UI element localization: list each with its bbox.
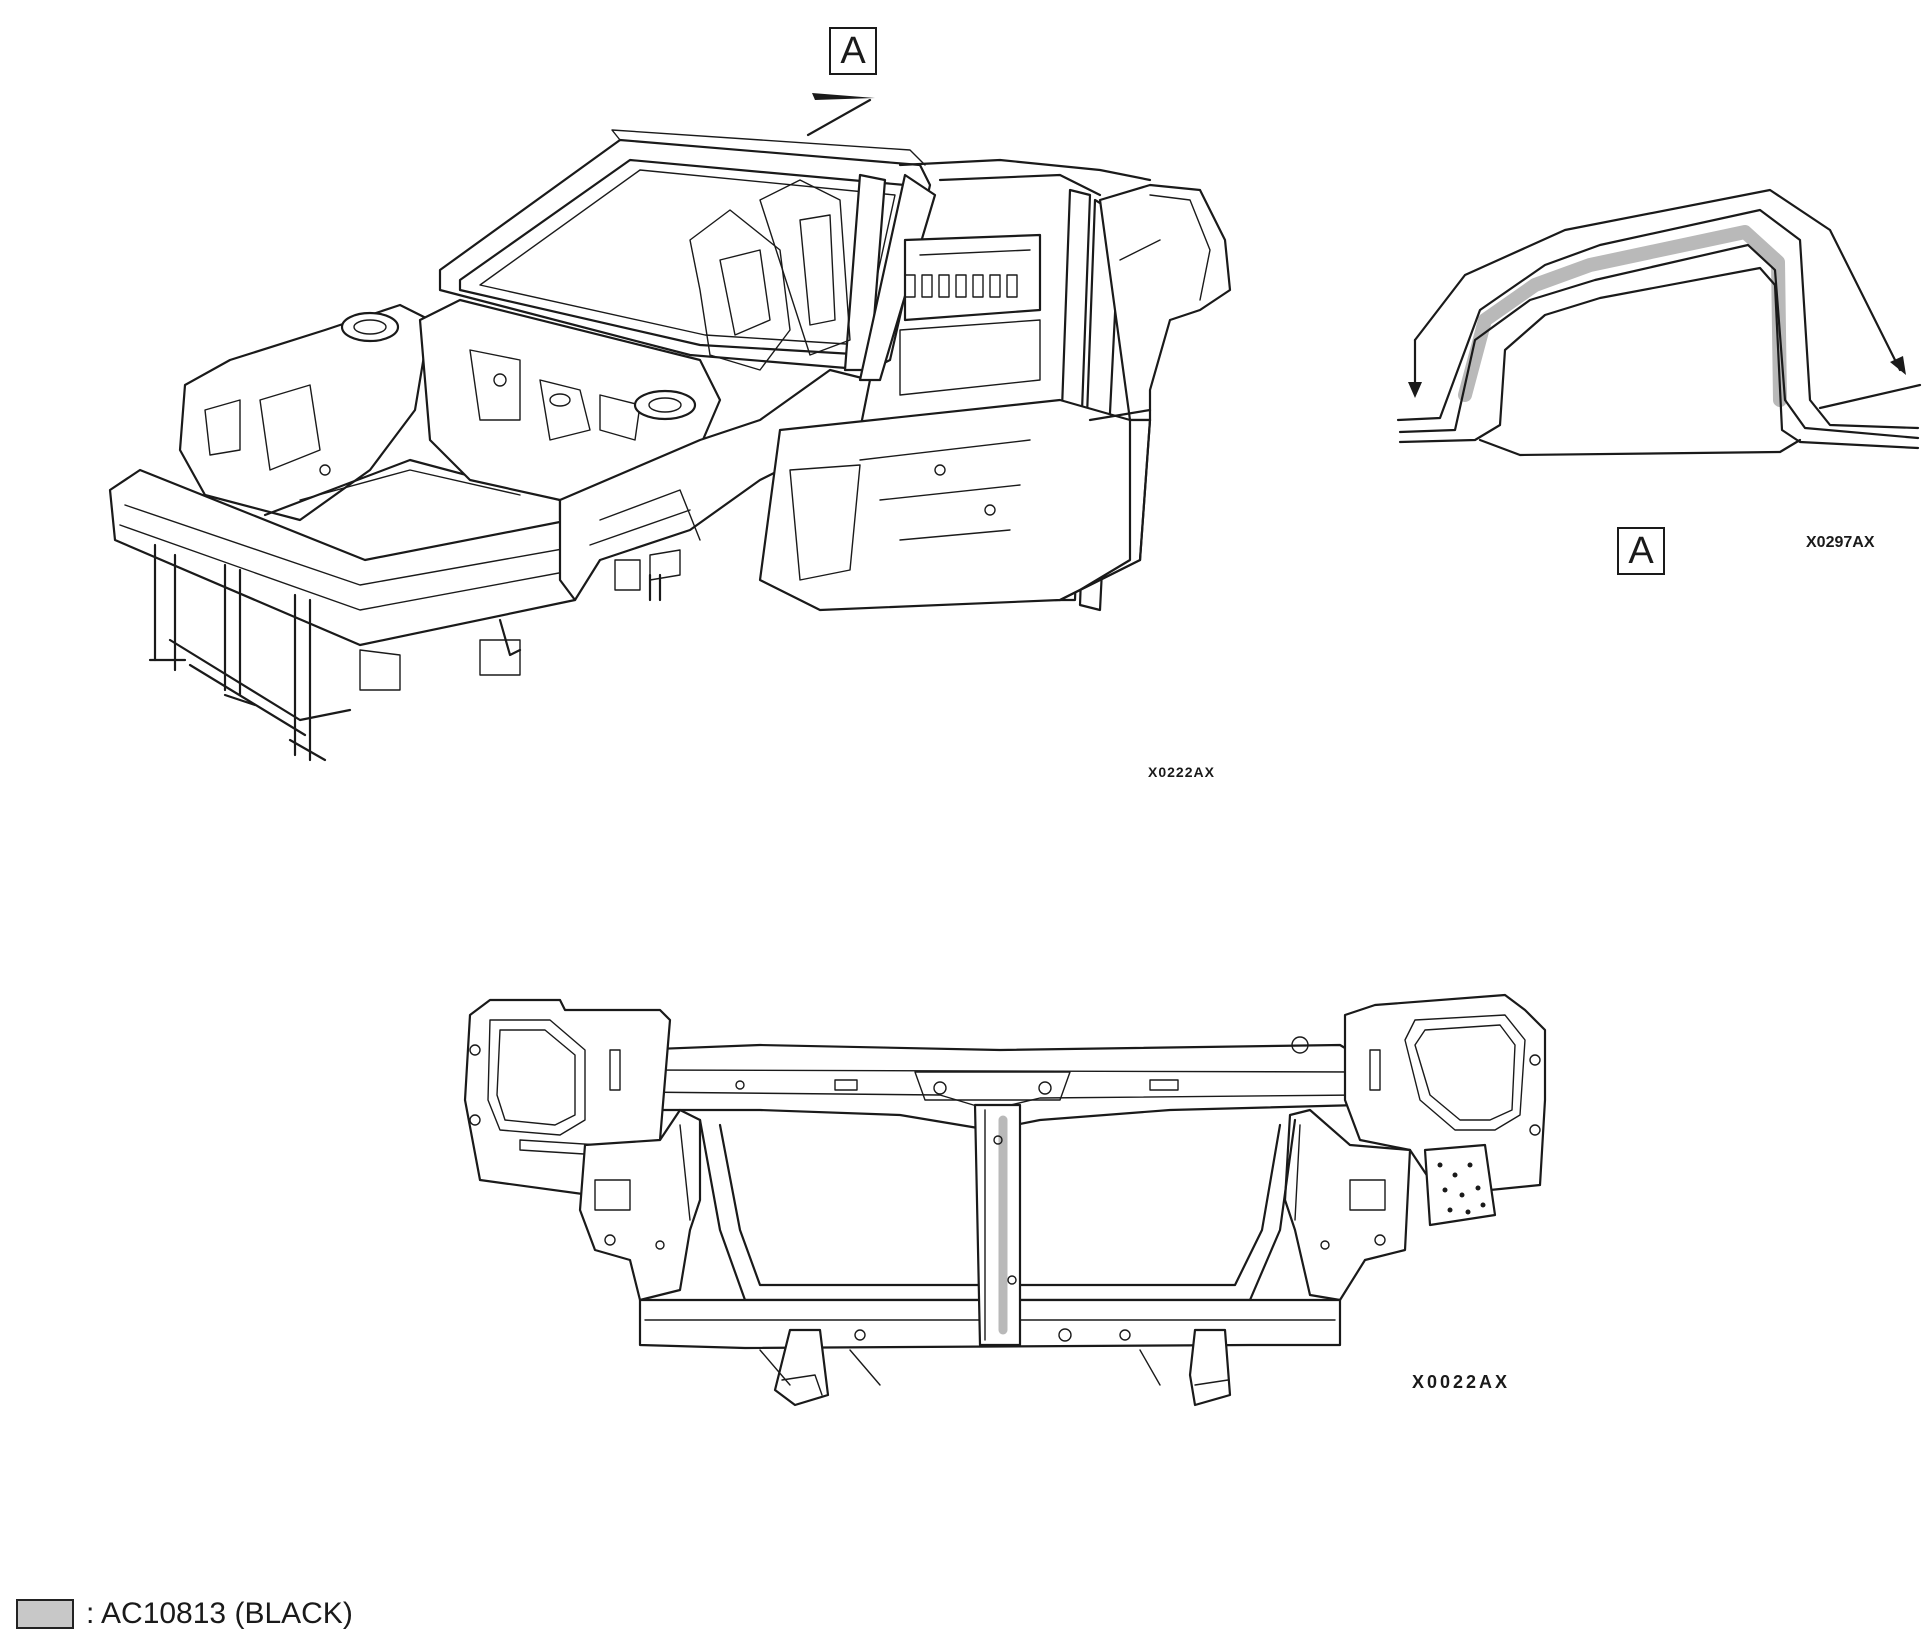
view-arrow-a: [812, 93, 875, 100]
figure-code-section-a: X0297AX: [1806, 534, 1875, 551]
legend-swatch: [16, 1599, 74, 1629]
figure-code-body: X0222AX: [1148, 764, 1215, 780]
legend: : AC10813 (BLACK): [16, 1594, 353, 1634]
legend-text: : AC10813 (BLACK): [86, 1597, 353, 1630]
figure-code-radiator-support: X0022AX: [1412, 1372, 1511, 1392]
radiator-support-drawing: [463, 993, 1547, 1407]
view-label-a-section: A: [1617, 527, 1665, 575]
sealer-band-section-a: [1458, 225, 1787, 407]
car-body-drawing: [108, 93, 1232, 762]
view-label-a-top: A: [829, 27, 877, 75]
section-a-drawing: [1396, 188, 1922, 457]
